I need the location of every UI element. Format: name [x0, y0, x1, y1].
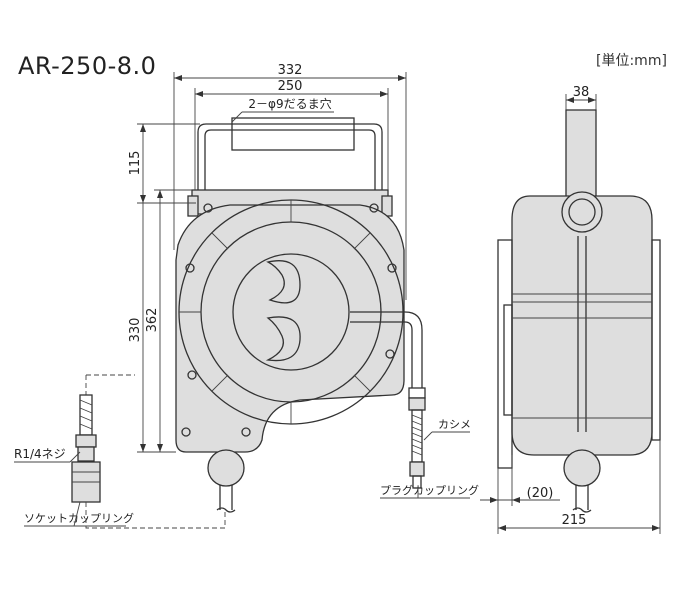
dim-handle-height: 115	[128, 151, 143, 176]
bolt-hole	[385, 349, 395, 359]
unit-note: [単位:mm]	[596, 53, 667, 69]
spring-coils	[411, 414, 423, 456]
hose-clamp	[408, 397, 426, 411]
label-socket: ソケットカップリング	[24, 511, 134, 525]
side-hose	[575, 485, 589, 510]
label-plug: プラグカップリング	[380, 483, 479, 497]
socket-spring-coils	[79, 399, 93, 430]
dim-depth: 215	[562, 513, 587, 528]
hose-clamp-cap	[408, 387, 426, 399]
front-handle-inner	[204, 129, 376, 190]
front-hose	[219, 485, 233, 510]
top-plate-left-ear	[187, 195, 199, 217]
hose-break	[216, 507, 236, 513]
side-pivot-hole	[568, 198, 596, 226]
bolt-hole	[181, 427, 191, 437]
side-dimensions: 38 (20) 215	[480, 85, 661, 534]
side-flange-right	[651, 239, 661, 441]
bolt-holes	[181, 203, 397, 437]
dim-body-height-b: 362	[145, 308, 160, 333]
socket-nut-upper	[75, 434, 97, 448]
drawing-title: AR-250-8.0	[18, 52, 157, 80]
front-view	[71, 117, 426, 529]
dim-handle-width: 38	[573, 85, 590, 100]
bolt-hole	[369, 203, 379, 213]
dim-body-height-a: 330	[128, 318, 143, 343]
side-view	[497, 109, 661, 513]
label-thread: R1/4ネジ	[14, 447, 66, 461]
front-dimensions: 332 250 2－φ9だるま穴 115 330 362 R1/4ネジ ソケット…	[14, 63, 479, 527]
hub-swirl-lower	[265, 316, 301, 362]
bolt-hole	[387, 263, 397, 273]
handle-grip	[231, 117, 355, 151]
dim-hole-note: 2－φ9だるま穴	[248, 96, 331, 111]
bolt-hole	[187, 370, 197, 380]
hub-swirl-upper	[266, 260, 301, 304]
side-bracket	[503, 304, 513, 416]
side-housing	[511, 195, 653, 456]
hose-outlet-inner	[350, 321, 413, 388]
side-stopper-ball	[563, 449, 601, 487]
stopper-ball	[207, 449, 245, 487]
dim-offset: (20)	[527, 486, 554, 501]
plug-coupling-body	[409, 461, 425, 477]
front-handle	[197, 123, 383, 190]
socket-connection-line	[85, 502, 226, 529]
dim-overall-width: 332	[278, 63, 303, 78]
side-flange-left	[497, 239, 513, 469]
side-hose-break	[572, 507, 592, 513]
plug-coupling-tip	[412, 475, 422, 489]
bolt-hole	[203, 203, 213, 213]
drum-hub	[232, 253, 350, 371]
label-clamp: カシメ	[438, 418, 471, 431]
side-pivot	[561, 191, 603, 233]
dim-hole-pitch: 250	[278, 79, 303, 94]
socket-nut-lower	[77, 446, 95, 462]
bolt-hole	[185, 263, 195, 273]
bolt-hole	[241, 427, 251, 437]
hose-outlet	[350, 311, 423, 388]
